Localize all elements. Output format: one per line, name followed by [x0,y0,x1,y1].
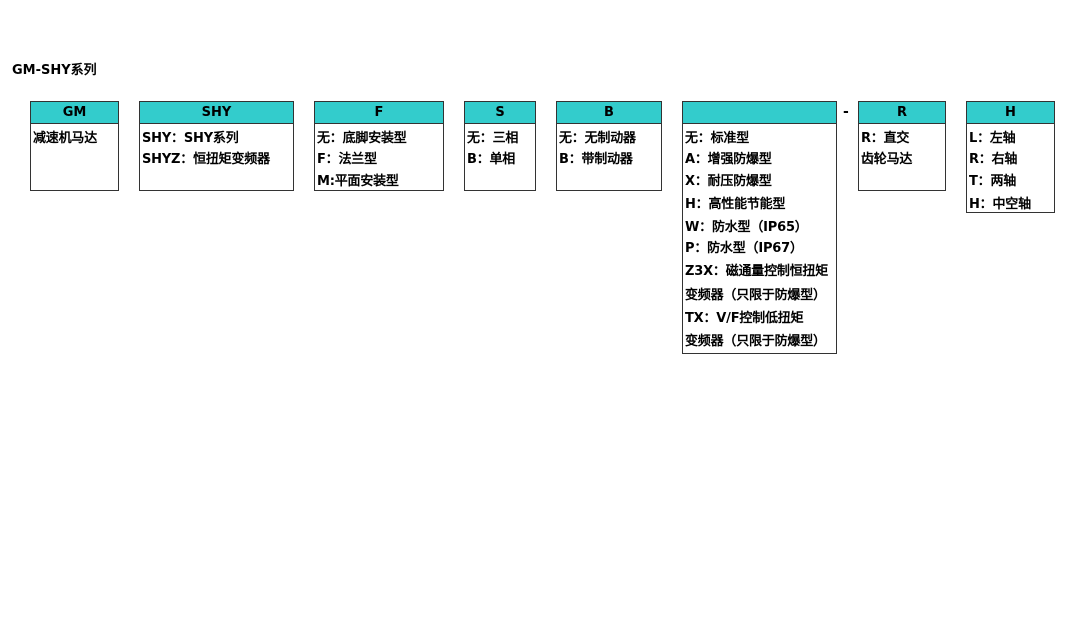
column-body: 无：三相 B：单相 [465,124,535,169]
column-type: 无：标准型 A：增强防爆型 X：耐压防爆型 H：高性能节能型 W：防水型（IP6… [682,101,837,354]
option-line: R：直交 [861,131,910,146]
column-header: F [315,102,443,124]
column-body: R：直交 齿轮马达 [859,124,945,169]
option-line: 齿轮马达 [861,152,913,167]
option-line: B：带制动器 [559,152,633,167]
option-line: SHYZ：恒扭矩变频器 [142,152,270,167]
column-header [683,102,836,124]
option-line: X：耐压防爆型 [685,174,772,189]
column-f: F 无：底脚安装型 F：法兰型 M:平面安装型 [314,101,444,191]
option-line: F：法兰型 [317,152,377,167]
column-s: S 无：三相 B：单相 [464,101,536,191]
column-body: SHY：SHY系列 SHYZ：恒扭矩变频器 [140,124,293,169]
option-line: L：左轴 [969,131,1016,146]
option-line: 无：无制动器 [559,131,636,146]
column-header: H [967,102,1054,124]
column-header: GM [31,102,118,124]
column-h: H L：左轴 R：右轴 T：两轴 H：中空轴 [966,101,1055,213]
column-body: 无：底脚安装型 F：法兰型 M:平面安装型 [315,124,443,191]
option-line: A：增强防爆型 [685,152,772,167]
column-body: 无：标准型 A：增强防爆型 X：耐压防爆型 H：高性能节能型 W：防水型（IP6… [683,124,836,351]
option-line: 无：标准型 [685,131,750,146]
column-gm: GM 减速机马达 [30,101,119,191]
column-r: R R：直交 齿轮马达 [858,101,946,191]
option-line: M:平面安装型 [317,174,399,189]
column-header: SHY [140,102,293,124]
column-header: S [465,102,535,124]
option-line: Z3X：磁通量控制恒扭矩 [685,264,829,279]
option-line: P：防水型（IP67） [685,241,803,256]
column-body: L：左轴 R：右轴 T：两轴 H：中空轴 [967,124,1054,214]
option-line: W：防水型（IP65） [685,220,808,235]
column-b: B 无：无制动器 B：带制动器 [556,101,662,191]
column-body: 无：无制动器 B：带制动器 [557,124,661,169]
separator-dash: - [843,104,849,120]
option-line: TX：V/F控制低扭矩 [685,311,804,326]
option-line: H：高性能节能型 [685,197,786,212]
option-line: 变频器（只限于防爆型） [685,334,826,349]
option-line: R：右轴 [969,152,1018,167]
option-line: T：两轴 [969,174,1017,189]
option-line: B：单相 [467,152,516,167]
option-line: H：中空轴 [969,197,1031,212]
column-body: 减速机马达 [31,124,118,148]
option-line: 无：三相 [467,131,519,146]
column-header: B [557,102,661,124]
column-shy: SHY SHY：SHY系列 SHYZ：恒扭矩变频器 [139,101,294,191]
option-line: 变频器（只限于防爆型） [685,288,826,303]
option-line: SHY：SHY系列 [142,131,239,146]
option-line: 无：底脚安装型 [317,131,407,146]
page-title: GM-SHY系列 [12,63,97,78]
option-line: 减速机马达 [33,131,98,146]
column-header: R [859,102,945,124]
